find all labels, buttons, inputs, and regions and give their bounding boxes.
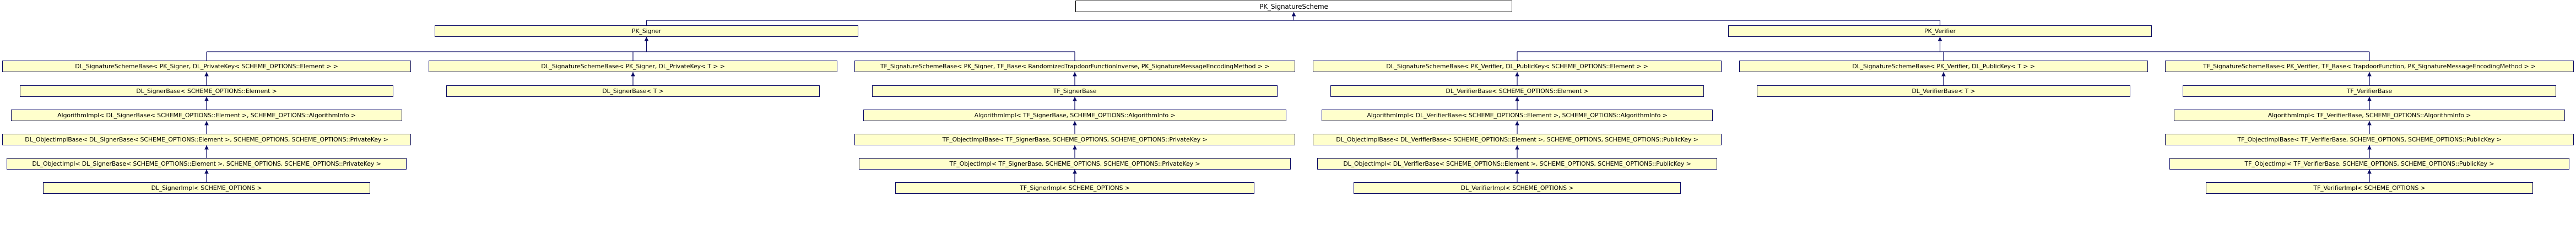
class-node[interactable]: DL_SignerBase< SCHEME_OPTIONS::Element > (20, 85, 393, 97)
class-node-label: TF_SignatureSchemeBase< PK_Signer, TF_Ba… (880, 63, 1270, 70)
class-node[interactable]: AlgorithmImpl< DL_SignerBase< SCHEME_OPT… (11, 110, 402, 121)
class-node-label: PK_Signer (631, 28, 662, 35)
class-node-label: AlgorithmImpl< DL_VerifierBase< SCHEME_O… (1367, 112, 1668, 119)
class-node-label: TF_ObjectImplBase< TF_SignerBase, SCHEME… (942, 136, 1208, 143)
class-node[interactable]: DL_VerifierBase< T > (1757, 85, 2130, 97)
class-node-label: PK_SignatureScheme (1259, 2, 1328, 10)
class-node[interactable]: PK_SignatureScheme (1075, 1, 1512, 12)
class-node-label: TF_SignatureSchemeBase< PK_Verifier, TF_… (2203, 63, 2536, 70)
class-node[interactable]: DL_SignatureSchemeBase< PK_Signer, DL_Pr… (2, 61, 411, 72)
class-node[interactable]: TF_SignerBase (872, 85, 1278, 97)
class-node-label: DL_SignerBase< SCHEME_OPTIONS::Element > (136, 88, 277, 95)
class-node[interactable]: TF_ObjectImplBase< TF_SignerBase, SCHEME… (854, 134, 1295, 145)
class-node-label: DL_SignatureSchemeBase< PK_Verifier, DL_… (1852, 63, 2035, 70)
class-node[interactable]: DL_SignerBase< T > (446, 85, 820, 97)
class-node-label: TF_SignerBase (1053, 88, 1097, 95)
class-node[interactable]: TF_SignerImpl< SCHEME_OPTIONS > (895, 182, 1254, 194)
class-node[interactable]: TF_VerifierBase (2183, 85, 2556, 97)
class-node-label: DL_ObjectImpl< DL_VerifierBase< SCHEME_O… (1343, 160, 1691, 167)
class-node-label: TF_ObjectImplBase< TF_VerifierBase, SCHE… (2237, 136, 2502, 143)
class-node-label: TF_ObjectImpl< TF_SignerBase, SCHEME_OPT… (949, 160, 1200, 167)
class-node-label: AlgorithmImpl< TF_SignerBase, SCHEME_OPT… (974, 112, 1176, 119)
class-node[interactable]: TF_ObjectImpl< TF_VerifierBase, SCHEME_O… (2169, 158, 2569, 170)
class-node[interactable]: AlgorithmImpl< DL_VerifierBase< SCHEME_O… (1322, 110, 1713, 121)
class-node-label: DL_SignatureSchemeBase< PK_Verifier, DL_… (1386, 63, 1648, 70)
class-node[interactable]: TF_VerifierImpl< SCHEME_OPTIONS > (2206, 182, 2533, 194)
class-node[interactable]: DL_SignatureSchemeBase< PK_Verifier, DL_… (1739, 61, 2148, 72)
class-node[interactable]: DL_SignerImpl< SCHEME_OPTIONS > (43, 182, 370, 194)
class-node-label: DL_SignerImpl< SCHEME_OPTIONS > (151, 184, 262, 192)
class-node[interactable]: AlgorithmImpl< TF_SignerBase, SCHEME_OPT… (863, 110, 1286, 121)
class-node[interactable]: DL_SignatureSchemeBase< PK_Verifier, DL_… (1313, 61, 1722, 72)
class-node[interactable]: DL_ObjectImplBase< DL_SignerBase< SCHEME… (2, 134, 411, 145)
class-node[interactable]: TF_SignatureSchemeBase< PK_Signer, TF_Ba… (854, 61, 1295, 72)
class-node-label: TF_VerifierImpl< SCHEME_OPTIONS > (2313, 184, 2426, 192)
class-node-label: TF_SignerImpl< SCHEME_OPTIONS > (1020, 184, 1130, 192)
class-node[interactable]: PK_Verifier (1728, 25, 2152, 37)
class-node[interactable]: PK_Signer (435, 25, 858, 37)
class-node-label: AlgorithmImpl< TF_VerifierBase, SCHEME_O… (2267, 112, 2471, 119)
class-node[interactable]: DL_SignatureSchemeBase< PK_Signer, DL_Pr… (429, 61, 837, 72)
class-node-label: PK_Verifier (1924, 28, 1956, 35)
class-node[interactable]: AlgorithmImpl< TF_VerifierBase, SCHEME_O… (2174, 110, 2565, 121)
class-node-label: AlgorithmImpl< DL_SignerBase< SCHEME_OPT… (57, 112, 356, 119)
class-node-label: DL_SignerBase< T > (602, 88, 664, 95)
class-node-label: DL_SignatureSchemeBase< PK_Signer, DL_Pr… (75, 63, 338, 70)
class-node[interactable]: TF_ObjectImplBase< TF_VerifierBase, SCHE… (2165, 134, 2574, 145)
class-node[interactable]: TF_SignatureSchemeBase< PK_Verifier, TF_… (2165, 61, 2574, 72)
class-node[interactable]: TF_ObjectImpl< TF_SignerBase, SCHEME_OPT… (859, 158, 1291, 170)
class-node-label: DL_VerifierBase< SCHEME_OPTIONS::Element… (1446, 88, 1589, 95)
class-node[interactable]: DL_ObjectImpl< DL_SignerBase< SCHEME_OPT… (7, 158, 407, 170)
class-node-label: DL_ObjectImplBase< DL_SignerBase< SCHEME… (25, 136, 388, 143)
class-node-label: DL_ObjectImplBase< DL_VerifierBase< SCHE… (1336, 136, 1698, 143)
class-node[interactable]: DL_VerifierBase< SCHEME_OPTIONS::Element… (1330, 85, 1704, 97)
class-node-label: DL_VerifierImpl< SCHEME_OPTIONS > (1460, 184, 1574, 192)
class-node-label: DL_SignatureSchemeBase< PK_Signer, DL_Pr… (541, 63, 725, 70)
class-node[interactable]: DL_VerifierImpl< SCHEME_OPTIONS > (1354, 182, 1681, 194)
class-node[interactable]: DL_ObjectImplBase< DL_VerifierBase< SCHE… (1313, 134, 1722, 145)
class-node-label: DL_ObjectImpl< DL_SignerBase< SCHEME_OPT… (32, 160, 381, 167)
class-node-label: DL_VerifierBase< T > (1912, 88, 1976, 95)
class-node[interactable]: DL_ObjectImpl< DL_VerifierBase< SCHEME_O… (1317, 158, 1717, 170)
class-node-label: TF_ObjectImpl< TF_VerifierBase, SCHEME_O… (2244, 160, 2494, 167)
class-node-label: TF_VerifierBase (2346, 88, 2393, 95)
